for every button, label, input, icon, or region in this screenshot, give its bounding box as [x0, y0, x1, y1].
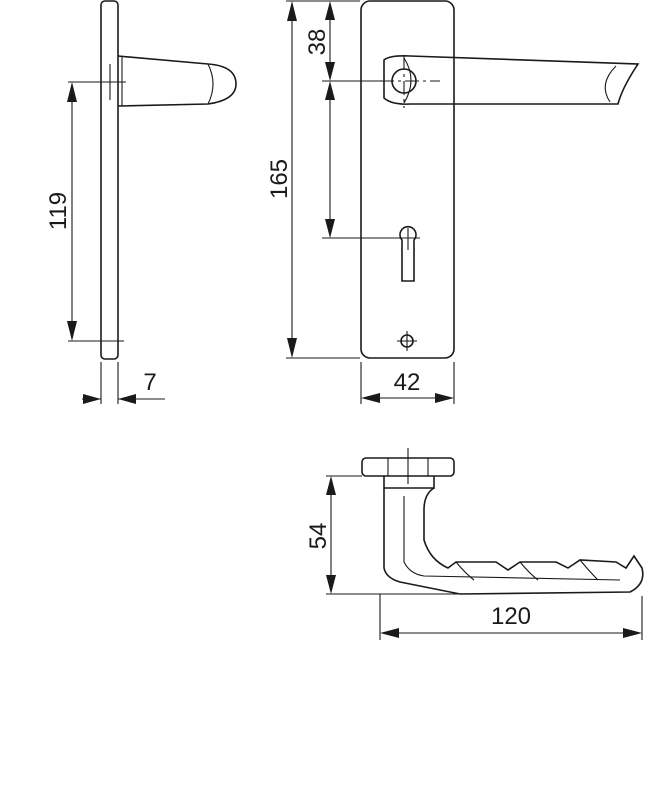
front-keyhole	[399, 225, 417, 282]
front-handle-lever	[383, 55, 640, 105]
dim-handle-length: 120	[491, 603, 531, 630]
dim-top-offset: 38	[304, 29, 331, 56]
dim-plate-height: 165	[266, 159, 293, 199]
side-handle-neck	[117, 55, 237, 107]
dim-plate-thickness: 7	[143, 369, 156, 396]
dim-handle-projection: 54	[305, 523, 332, 550]
front-backplate	[360, 0, 455, 359]
top-view: 54 120	[305, 448, 644, 640]
side-backplate	[100, 0, 119, 360]
side-view: 119 7	[45, 0, 237, 404]
top-handle	[383, 487, 644, 595]
front-view: 165 38 42	[266, 0, 640, 404]
dim-plate-width: 42	[394, 369, 421, 396]
dim-handle-height: 119	[45, 192, 72, 230]
